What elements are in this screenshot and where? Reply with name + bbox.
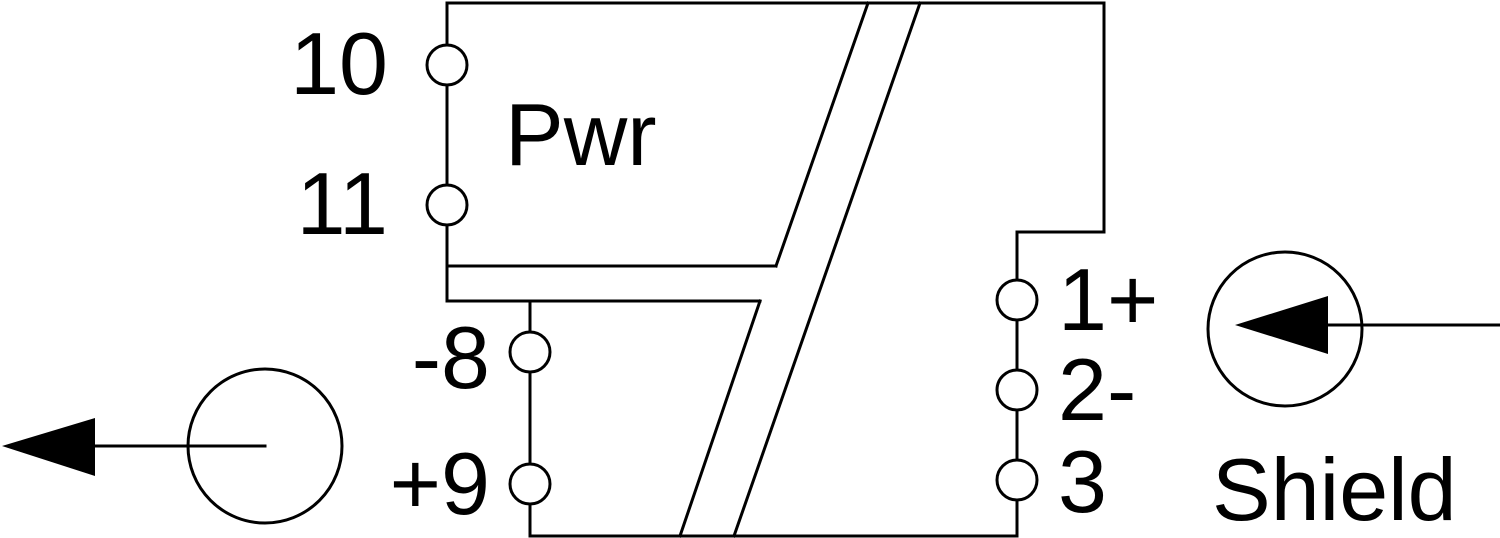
terminal-3-label: 3: [1058, 432, 1107, 531]
terminal-8: [508, 330, 552, 374]
terminal-3: [995, 458, 1039, 502]
housing-outline: [445, 1, 1106, 538]
terminal-11: [425, 183, 469, 227]
terminal-10-label: 10: [290, 14, 388, 113]
terminal-2-label: 2-: [1058, 340, 1136, 439]
terminal-1-label: 1+: [1058, 250, 1158, 349]
input-arrowhead-icon: [1235, 296, 1328, 354]
terminal-9-label: +9: [390, 434, 490, 533]
output-arrowhead-icon: [2, 418, 95, 476]
terminal-8-label: -8: [412, 308, 490, 407]
input-current-source: [1206, 250, 1500, 408]
block-label: Pwr: [505, 85, 657, 184]
isolation-barrier: [445, 1, 922, 538]
terminal-10: [425, 43, 469, 87]
terminal-1: [995, 278, 1039, 322]
output-current-source: [2, 367, 344, 525]
terminal-2: [995, 368, 1039, 412]
shield-label: Shield: [1212, 440, 1457, 538]
terminal-9: [508, 462, 552, 506]
terminal-11-label: 11: [297, 154, 388, 253]
